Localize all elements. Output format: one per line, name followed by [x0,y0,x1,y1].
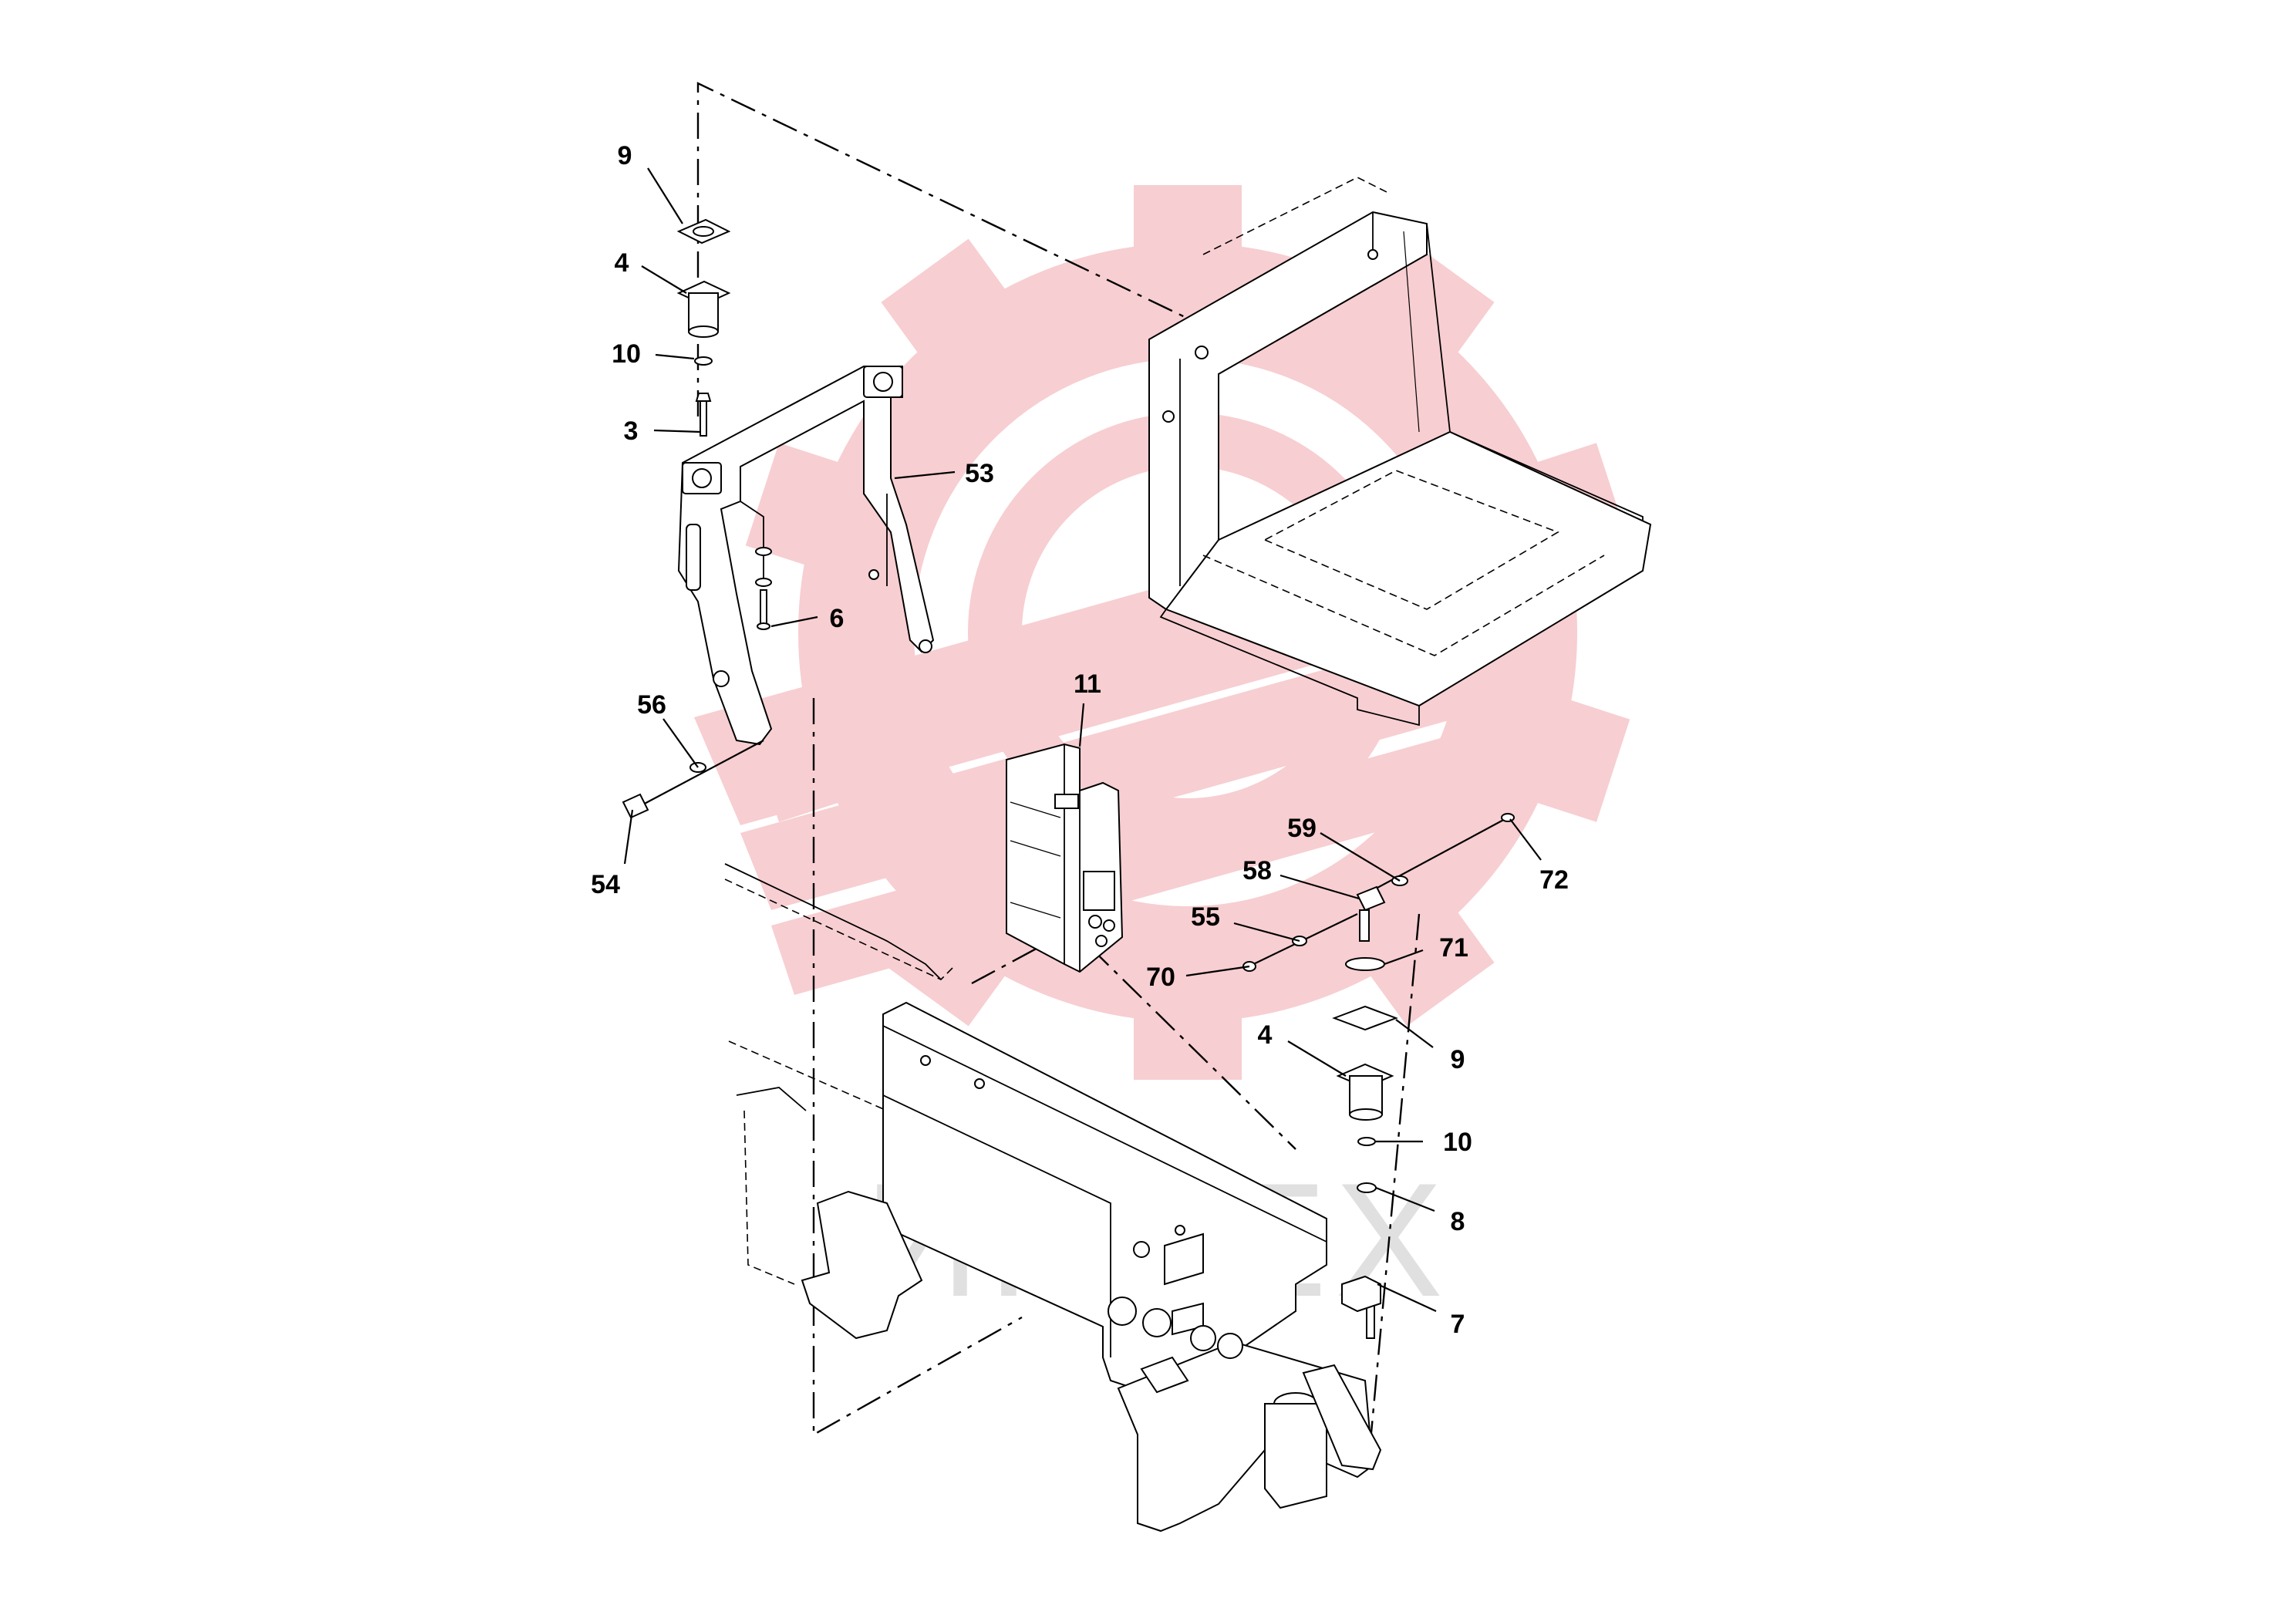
callout-4-top: 4 [615,248,629,278]
callout-54: 54 [591,870,620,899]
cab-floor-frame [1148,177,1652,727]
callouts: 9 4 10 3 53 6 11 56 54 59 72 58 55 71 70… [591,141,1569,1339]
callout-72: 72 [1539,865,1569,895]
watermark-gear-tooth [1347,881,1495,1027]
washer-8 [1357,1182,1377,1193]
callout-3: 3 [624,416,639,446]
tee-58 [1356,885,1386,912]
bolt-3 [700,400,707,437]
callout-56: 56 [637,690,666,720]
callout-53: 53 [965,459,994,488]
callout-71: 71 [1439,933,1468,963]
bolt-72 [1501,813,1515,822]
loader-arm-53 [677,366,935,746]
housing-11 [1006,743,1124,973]
callout-59: 59 [1287,814,1317,843]
callout-8: 8 [1451,1207,1465,1236]
callout-10-top: 10 [612,339,641,369]
callout-55: 55 [1191,902,1220,932]
pivot-hardware-top [676,218,731,437]
callout-9-top: 9 [618,141,632,170]
main-chassis-frame [724,863,1382,1533]
washer-10-bottom [1357,1137,1376,1146]
callout-70: 70 [1146,963,1175,992]
callout-11: 11 [1074,669,1101,699]
bolt-6-assembly [740,501,772,630]
callout-4-bottom: 4 [1258,1020,1273,1050]
callout-7: 7 [1451,1310,1465,1339]
washer-10-top [694,356,713,366]
callout-10-bottom: 10 [1443,1128,1472,1157]
callout-6: 6 [830,604,845,633]
watermark-gear-tooth [881,238,1028,384]
washer-71 [1345,957,1385,971]
callout-9-bottom: 9 [1451,1045,1465,1074]
callout-58: 58 [1242,856,1272,885]
plate-9-bottom [1332,1005,1398,1031]
